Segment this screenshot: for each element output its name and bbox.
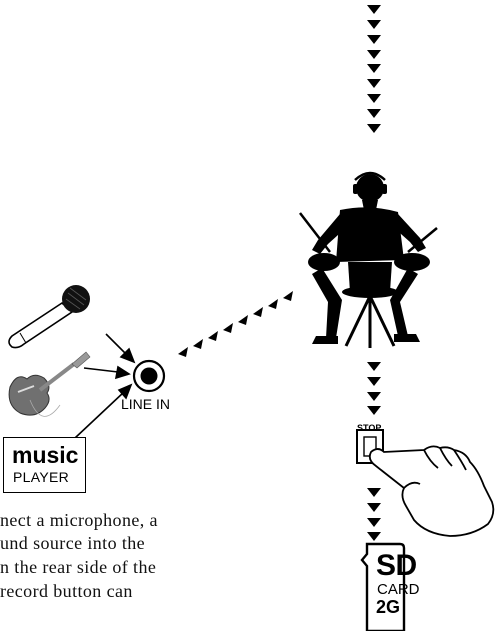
sd-card-label: CARD bbox=[377, 582, 420, 598]
bottom-arrow-chain bbox=[367, 488, 381, 541]
music-player-brand: music bbox=[12, 442, 78, 468]
hand-pointer-icon bbox=[370, 446, 494, 536]
caption-line: nect a microphone, a bbox=[0, 509, 158, 531]
sd-logo: SD bbox=[376, 551, 417, 581]
line-in-jack-icon bbox=[134, 361, 164, 391]
line-in-label: LINE IN bbox=[121, 396, 170, 412]
stop-button-label: STOP bbox=[357, 423, 381, 433]
music-player-label: PLAYER bbox=[13, 469, 69, 485]
caption-line: n the rear side of the bbox=[0, 556, 156, 578]
music-player-box: music PLAYER bbox=[3, 437, 86, 493]
sd-card-capacity: 2G bbox=[376, 598, 400, 616]
drummer-icon bbox=[300, 173, 437, 348]
microphone-icon bbox=[9, 285, 90, 348]
caption-line: und source into the bbox=[0, 532, 145, 554]
top-arrow-chain bbox=[367, 5, 381, 133]
guitar-icon bbox=[9, 352, 90, 416]
caption-line: record button can bbox=[0, 580, 133, 602]
diagonal-arrow-chain bbox=[178, 291, 293, 357]
input-arrows bbox=[75, 334, 134, 438]
middle-arrow-chain bbox=[367, 362, 381, 415]
